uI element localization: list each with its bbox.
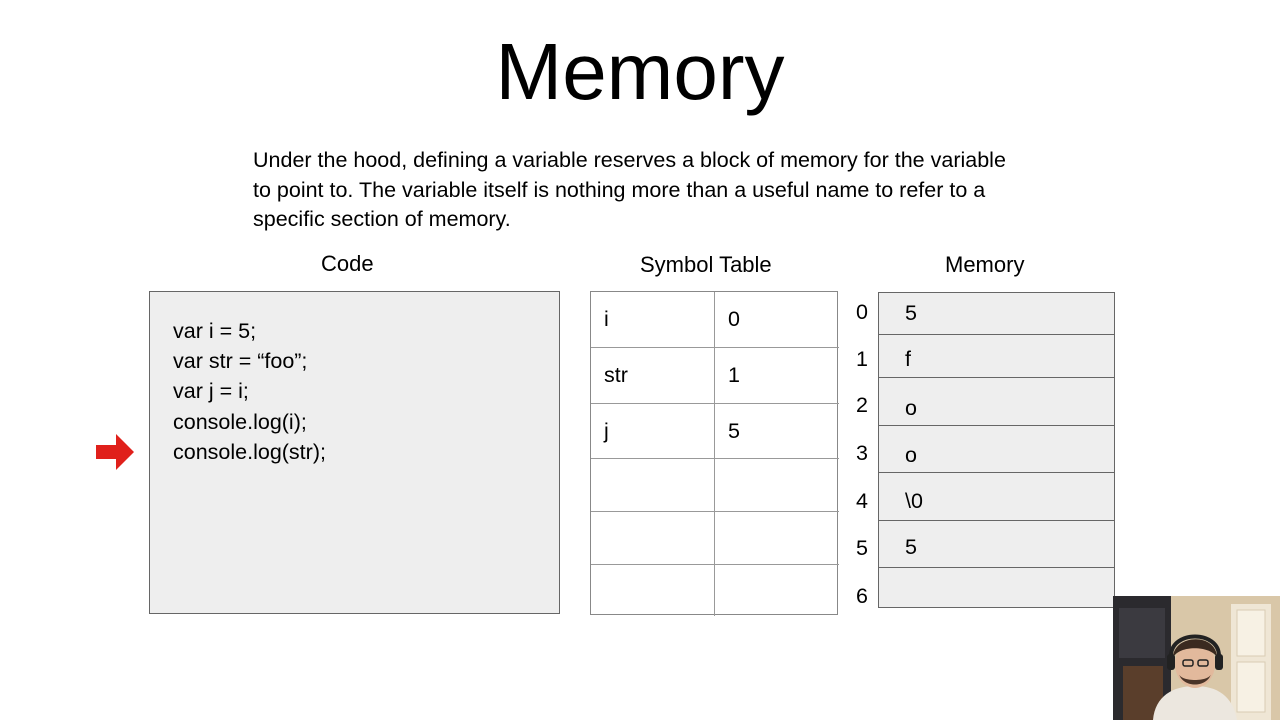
right-arrow-icon [96, 433, 134, 470]
slide-title: Memory [495, 27, 785, 116]
symbol-address-cell [715, 565, 839, 616]
symbol-table-label: Symbol Table [640, 252, 772, 277]
memory-cell-value: o [905, 443, 917, 467]
webcam-scene [1113, 596, 1280, 720]
code-panel: var i = 5; var str = “foo”; var j = i; c… [149, 291, 560, 614]
memory-index: 2 [856, 393, 868, 417]
memory-cell: 5 [878, 292, 1115, 334]
memory-cell [878, 567, 1115, 608]
symbol-name-cell: i [591, 292, 715, 348]
code-line: var str = “foo”; [173, 349, 308, 374]
memory-cell: o [878, 425, 1115, 472]
memory-cell: f [878, 334, 1115, 377]
code-line: var j = i; [173, 379, 249, 404]
memory-cell: 5 [878, 520, 1115, 567]
symbol-address-cell [715, 459, 839, 512]
code-line: console.log(i); [173, 409, 307, 434]
memory-cell: o [878, 377, 1115, 425]
memory-cell-value: 5 [905, 301, 917, 325]
code-line: console.log(str); [173, 439, 326, 464]
code-label: Code [321, 251, 374, 276]
symbol-address-cell [715, 512, 839, 565]
symbol-table: i 0 str 1 j 5 [590, 291, 839, 616]
code-line: var i = 5; [173, 319, 257, 343]
memory-index: 5 [856, 536, 868, 560]
symbol-name-cell [591, 459, 715, 512]
symbol-address-cell: 0 [715, 292, 839, 348]
symbol-address-cell: 1 [715, 348, 839, 404]
slide-description: Under the hood, defining a variable rese… [253, 148, 1006, 231]
presenter-webcam-feed [1113, 596, 1280, 720]
memory-cell-value: o [905, 396, 917, 420]
code-lines: var i = 5; var str = “foo”; var j = i; c… [173, 316, 326, 467]
memory-index: 4 [856, 489, 868, 513]
memory-index: 0 [856, 300, 868, 324]
symbol-name-cell [591, 512, 715, 565]
memory-index: 3 [856, 441, 868, 465]
symbol-name-cell [591, 565, 715, 616]
memory-cell: \0 [878, 472, 1115, 520]
symbol-name-cell: str [591, 348, 715, 404]
symbol-name-cell: j [591, 404, 715, 459]
memory-index: 1 [856, 347, 868, 371]
symbol-address-cell: 5 [715, 404, 839, 459]
memory-index: 6 [856, 584, 868, 608]
memory-label: Memory [945, 252, 1025, 277]
memory-cell-value: \0 [905, 489, 923, 513]
memory-cell-value: 5 [905, 535, 917, 559]
memory-cell-value: f [905, 347, 911, 371]
